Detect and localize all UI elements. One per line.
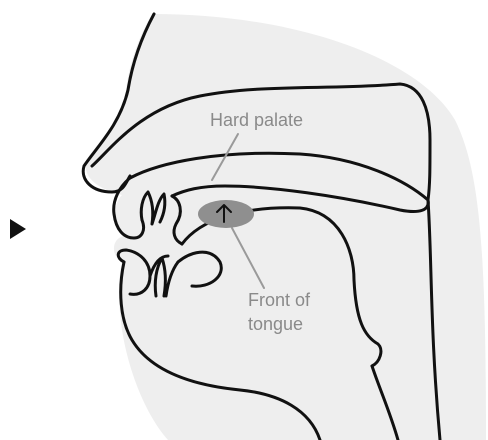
hard-palate-label: Hard palate xyxy=(210,110,303,130)
front-of-tongue-highlight xyxy=(198,200,254,228)
play-triangle-icon xyxy=(10,219,26,239)
head-background xyxy=(85,14,486,440)
front-of-tongue-label-line2: tongue xyxy=(248,314,303,334)
front-of-tongue-label-line1: Front of xyxy=(248,290,311,310)
